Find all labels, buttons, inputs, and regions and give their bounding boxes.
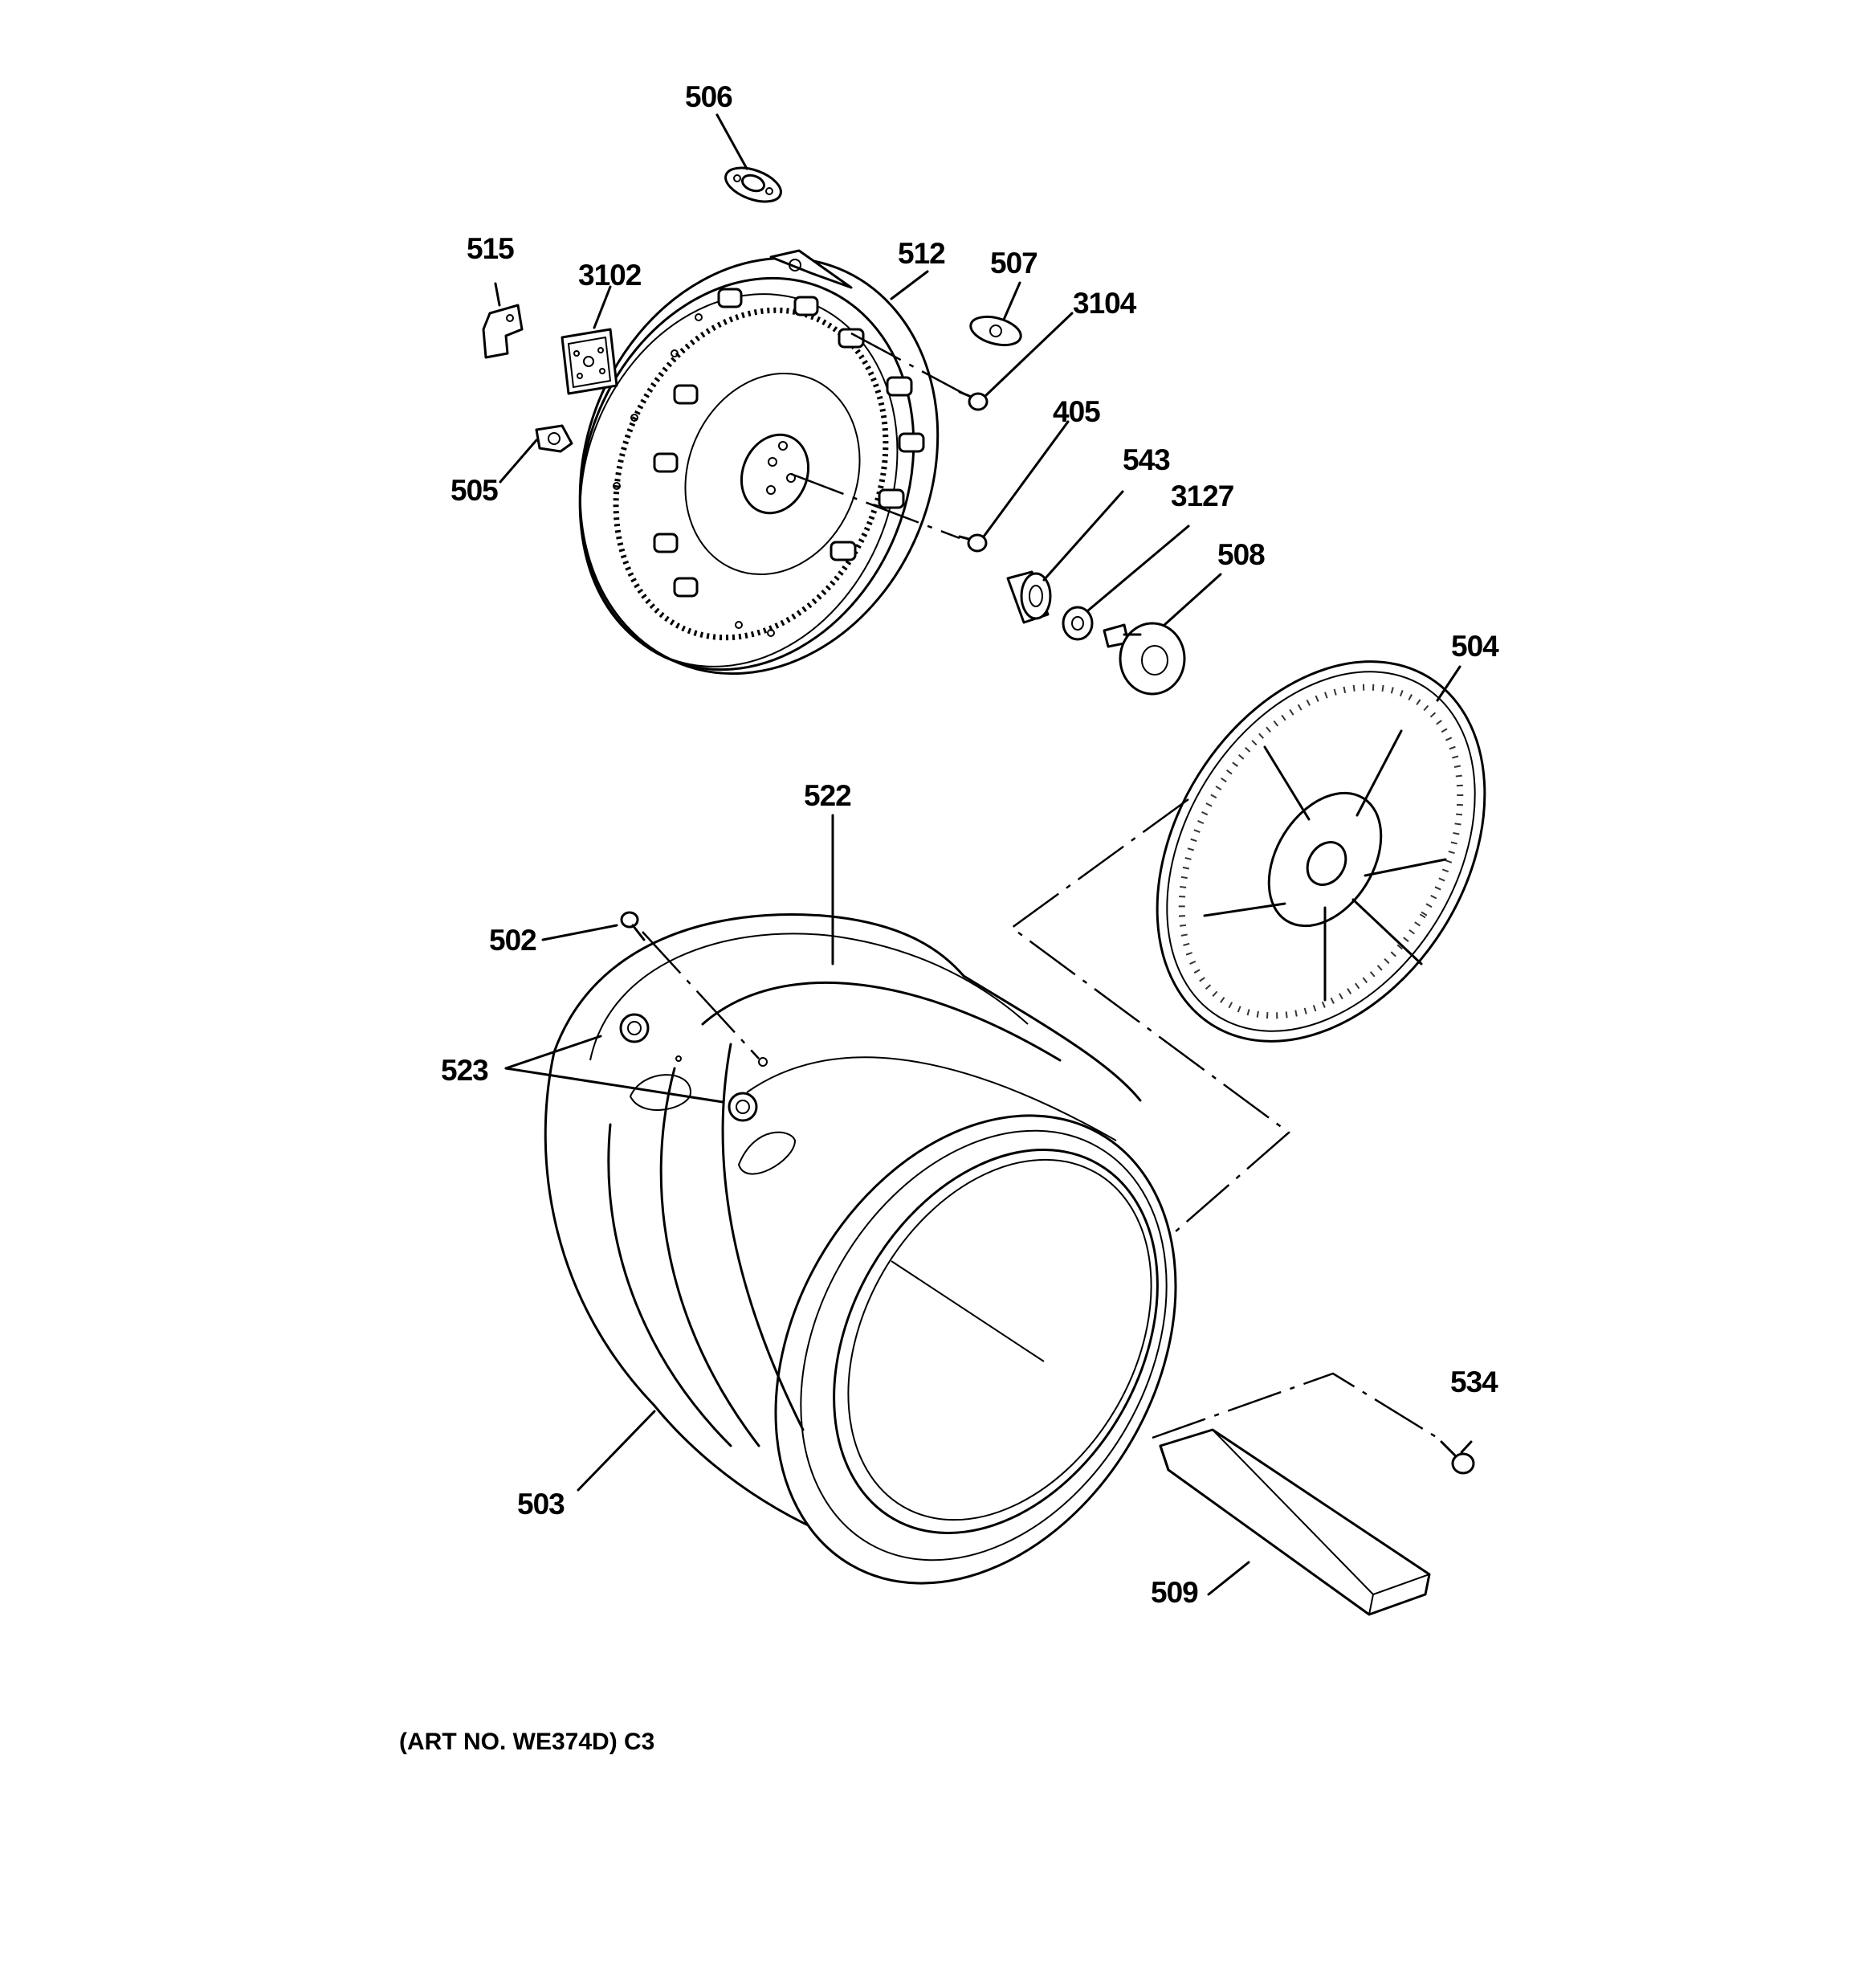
callout-523: 523 [441, 1054, 488, 1087]
part-505-shape [535, 424, 573, 453]
callout-504: 504 [1451, 630, 1499, 663]
leader-lines [494, 113, 1473, 1596]
part-3127-shape [1062, 606, 1094, 641]
callout-3102: 3102 [578, 259, 642, 292]
callout-534: 534 [1450, 1365, 1498, 1398]
part-3104-shape [958, 390, 989, 411]
part-3102-shape [561, 328, 618, 395]
part-508-shape [1103, 622, 1186, 696]
part-504-shape [1156, 660, 1486, 1043]
art-number-caption: (ART NO. WE374D) C3 [399, 1729, 654, 1755]
part-534-shape [1440, 1440, 1475, 1475]
part-507-shape [969, 315, 1022, 347]
callout-508: 508 [1217, 538, 1265, 571]
callout-507: 507 [990, 247, 1037, 280]
callout-522: 522 [804, 779, 851, 812]
callout-515: 515 [467, 232, 514, 265]
part-515-shape [482, 304, 524, 359]
callout-503: 503 [517, 1488, 565, 1521]
callout-3127: 3127 [1171, 480, 1233, 512]
callout-506: 506 [685, 80, 732, 113]
callout-405: 405 [1053, 395, 1100, 428]
part-503-shape [544, 913, 1177, 1585]
part-543-shape [1006, 570, 1052, 624]
callout-512: 512 [898, 237, 945, 270]
callout-509: 509 [1151, 1576, 1198, 1609]
callout-505: 505 [450, 474, 498, 507]
part-506-shape [724, 166, 782, 203]
callout-502: 502 [489, 924, 536, 957]
rear-bulkhead-part-512 [578, 249, 940, 676]
callout-543: 543 [1123, 443, 1170, 476]
part-509-shape [1159, 1428, 1431, 1616]
callout-3104: 3104 [1073, 287, 1137, 320]
part-502-shape [620, 911, 646, 941]
part-405-shape [958, 533, 988, 553]
